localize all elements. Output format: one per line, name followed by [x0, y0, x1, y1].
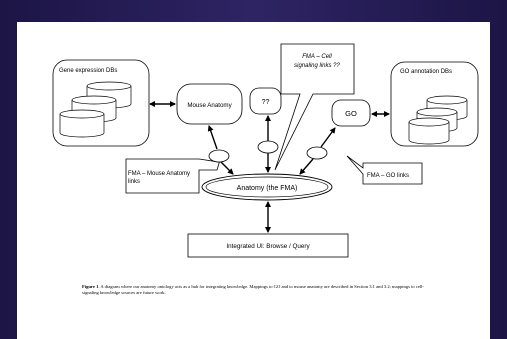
go-db-cylinders — [408, 95, 468, 145]
figure-label: Figure 1 — [82, 284, 99, 289]
go-link-to-go-arrow — [320, 127, 336, 148]
connector-arrows — [149, 101, 390, 233]
figure-caption: Figure 1. A diagram where our anatomy on… — [82, 284, 427, 295]
go-node — [331, 99, 371, 127]
mouse-link-node — [208, 149, 230, 163]
unknown-node — [249, 87, 282, 115]
ontology-hub-diagram: Gene expression DBs GO annotation DBs — [52, 43, 479, 258]
database-icon — [408, 117, 450, 145]
mouse-anatomy-node — [176, 83, 243, 125]
fma-go-links-callout — [346, 155, 423, 185]
fma-mouse-callout-line1: FMA – Mouse Anatomy — [128, 171, 190, 177]
cell-link-node — [257, 140, 279, 154]
caption-text: . A diagram where our anatomy ontology a… — [82, 284, 424, 295]
anatomy-fma-hub — [201, 173, 333, 201]
fma-mouse-callout-line2: links — [128, 179, 140, 185]
gene-expression-dbs-label: Gene expression DBs — [59, 68, 117, 74]
link-to-anatomy-arrow-1 — [220, 161, 234, 175]
page: Gene expression DBs GO annotation DBs — [17, 22, 490, 339]
integrated-ui-box — [187, 233, 349, 258]
gene-db-cylinders — [59, 81, 132, 138]
database-icon — [59, 109, 105, 138]
fma-go-callout-label: FMA – GO links — [367, 173, 409, 179]
mouse-to-link-arrow — [207, 125, 218, 150]
fma-cell-signaling-callout — [274, 43, 355, 171]
unknown-node-label: ?? — [262, 99, 270, 106]
go-link-to-anatomy-arrow — [299, 158, 314, 175]
mouse-anatomy-label: Mouse Anatomy — [187, 102, 232, 109]
fma-cell-callout-line1: FMA – Cell — [302, 54, 332, 60]
integrated-ui-label: Integrated UI: Browse / Query — [226, 243, 310, 250]
anatomy-fma-label: Anatomy (the FMA) — [237, 185, 298, 192]
fma-cell-callout-line2: signaling links ?? — [294, 63, 340, 69]
go-node-label: GO — [345, 109, 357, 118]
go-link-node — [306, 146, 328, 160]
go-annotation-dbs-label: GO annotation DBs — [400, 69, 452, 75]
